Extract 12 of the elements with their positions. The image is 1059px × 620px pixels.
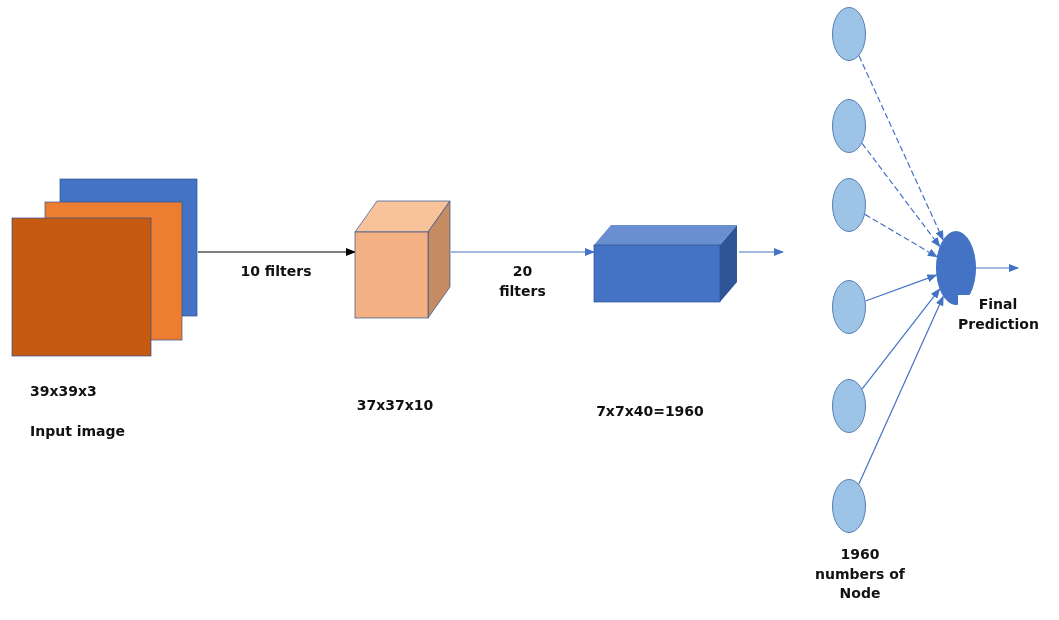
arrow — [861, 142, 941, 248]
arrow — [858, 295, 944, 485]
arrow — [861, 288, 941, 390]
arrow — [450, 248, 595, 256]
dimension-text: Input image — [30, 424, 126, 440]
arrow — [858, 55, 944, 241]
arrow — [738, 248, 784, 256]
arrow — [975, 264, 1019, 272]
arrow — [864, 213, 938, 258]
arrow — [864, 274, 938, 302]
dimension-text: 39x39x3 — [30, 384, 97, 400]
arrow — [197, 248, 356, 256]
